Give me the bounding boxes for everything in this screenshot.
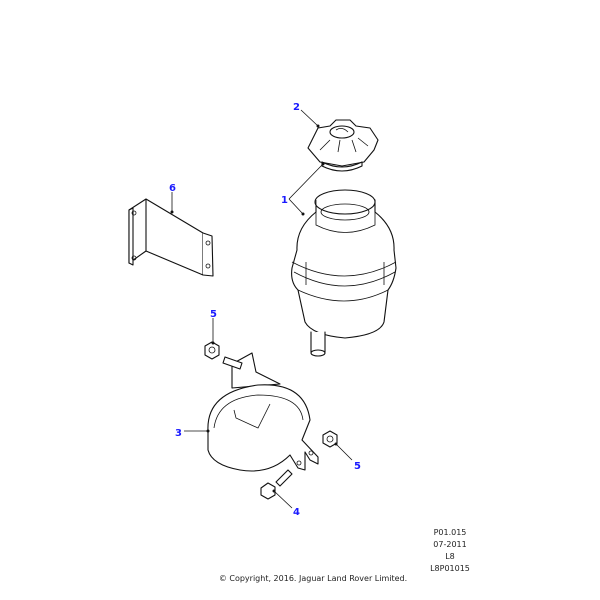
callout-6[interactable]: 6 <box>169 183 176 194</box>
nut-upper-part[interactable] <box>204 341 220 360</box>
info-code: L8P01015 <box>430 564 470 573</box>
callout-3[interactable]: 3 <box>175 428 182 439</box>
callout-5-upper[interactable]: 5 <box>210 309 217 320</box>
callout-2[interactable]: 2 <box>293 102 300 113</box>
leader-lines <box>170 109 353 509</box>
callout-4[interactable]: 4 <box>293 507 300 518</box>
callout-1[interactable]: 1 <box>281 195 288 206</box>
reservoir-part[interactable] <box>291 189 397 357</box>
callout-5-lower[interactable]: 5 <box>354 461 361 472</box>
info-date: 07-2011 <box>433 540 467 549</box>
bracket-part[interactable] <box>128 198 214 277</box>
copyright: © Copyright, 2016. Jaguar Land Rover Lim… <box>218 574 408 583</box>
cap-part[interactable] <box>307 119 379 172</box>
info-ref: P01.015 <box>433 528 467 537</box>
clamp-part[interactable] <box>207 352 319 472</box>
info-model: L8 <box>445 552 455 561</box>
bolt-part[interactable] <box>260 469 293 500</box>
